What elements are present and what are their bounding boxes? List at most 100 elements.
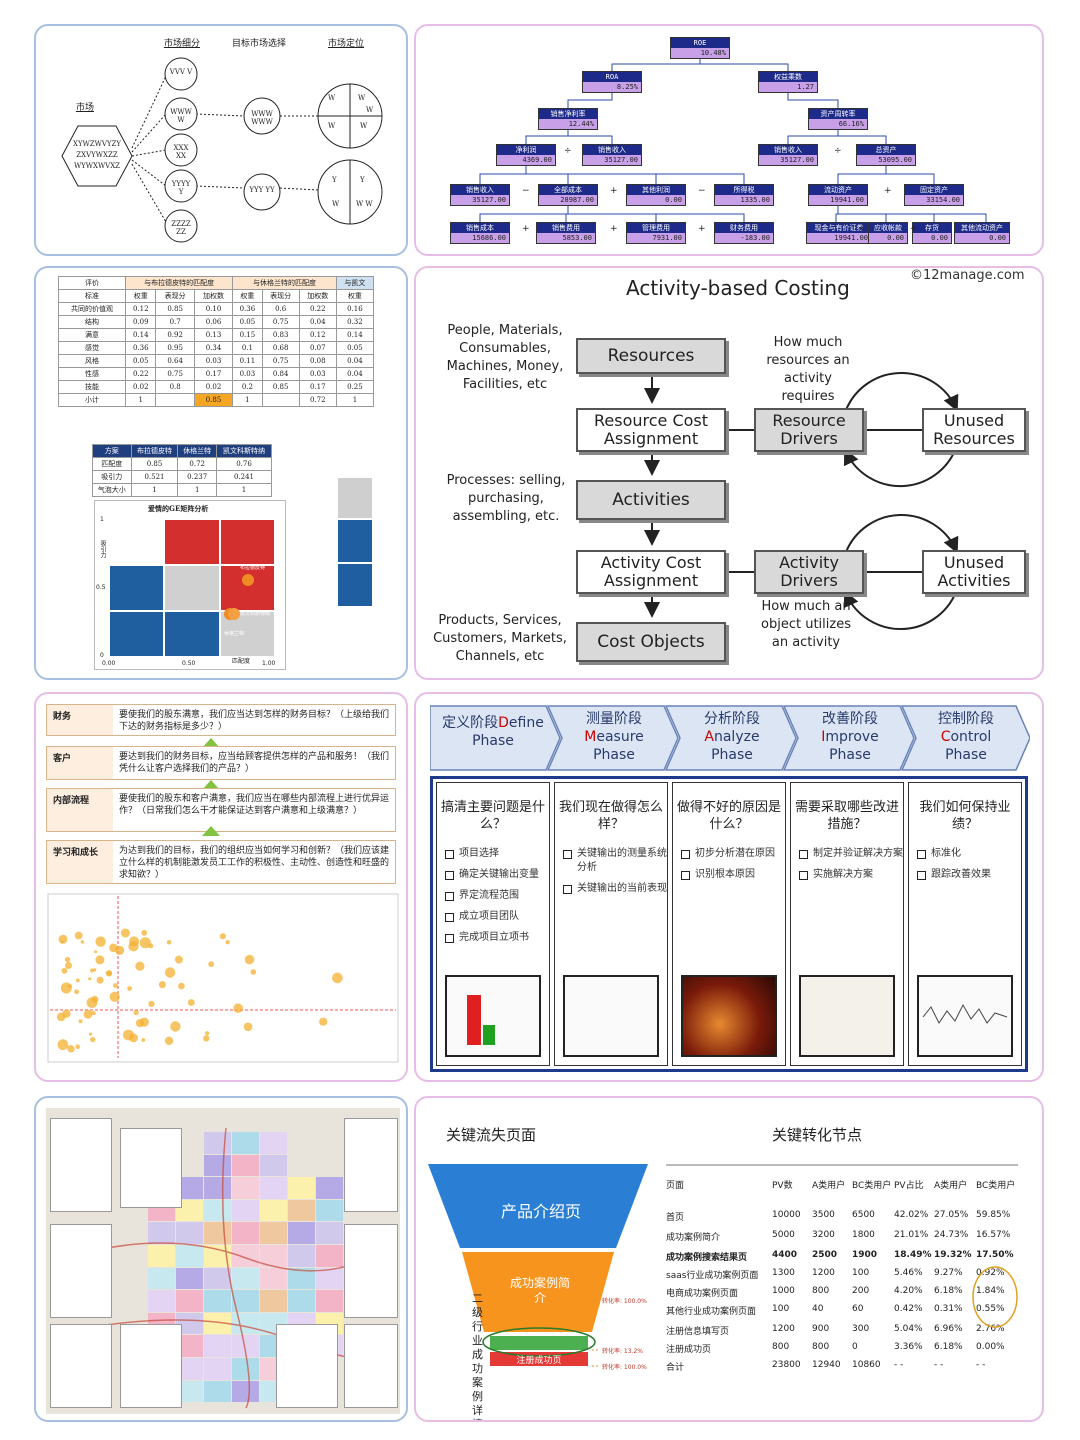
scatter-point: [164, 1036, 174, 1045]
ge-y-tick-1: 0.5: [96, 584, 106, 591]
scatter-point: [187, 999, 195, 1006]
table-cell: - -: [976, 1360, 986, 1370]
abc-title: Activity-based Costing: [626, 276, 850, 300]
heatmap-cell: [288, 1290, 315, 1312]
table-cell: 0.12: [125, 302, 157, 316]
table-cell: 23800: [772, 1360, 801, 1370]
bsc-key: 客户: [47, 747, 113, 779]
table-cell: 0.15: [232, 328, 263, 342]
node-value: 35127.00: [759, 155, 817, 165]
bsc-question: 要使我们的股东满意，我们应当达到怎样的财务目标？（上级给我们下达的财务指标是多少…: [119, 710, 390, 732]
scatter-point: [75, 1044, 80, 1049]
table-cell: 0.36: [232, 302, 263, 316]
table-header-row: 评价与布拉德皮特的匹配度与休格兰特的匹配度与凯文: [57, 276, 375, 290]
heatmap-cell: [232, 1177, 259, 1199]
table-cell: 24.73%: [934, 1230, 969, 1240]
scatter-point: [88, 977, 92, 981]
phase-initial: C: [940, 729, 951, 745]
roe-node-fe: 财务费用-183.00: [714, 222, 774, 244]
table-cell: 800: [812, 1342, 830, 1352]
table-header: BC类用户: [852, 1181, 892, 1191]
panel-funnel: 关键流失页面 关键转化节点 产品介绍页 成功案例简介 注册成功页 二级行业成功案…: [414, 1096, 1044, 1422]
col-header: 布拉德皮特: [130, 444, 179, 458]
table-cell: 0.75: [261, 354, 300, 368]
ge-cell: [110, 566, 164, 610]
dmaic-col-define: 搞清主要问题是什么？ 项目选择 确定关键输出变量 界定流程范围 成立项目团队 完…: [436, 782, 550, 1066]
up-arrow-icon: [202, 738, 220, 748]
scatter-point: [148, 1000, 155, 1007]
heatmap-cell: [204, 1380, 231, 1403]
up-arrow-icon: [202, 780, 220, 790]
heatmap-cell: [260, 1199, 287, 1222]
table-cell: 800: [812, 1286, 830, 1296]
heatmap-cell: [260, 1222, 287, 1244]
scatter-point: [90, 1037, 96, 1043]
heatmap-cell: [204, 1290, 231, 1312]
heatmap-cell: [260, 1290, 287, 1312]
table-cell: - -: [934, 1360, 944, 1370]
phase-en: ontrol: [950, 729, 992, 745]
scatter-point: [174, 955, 183, 964]
scatter-point: [91, 1011, 96, 1016]
scatter-point: [80, 940, 85, 944]
scatter-point: [113, 983, 118, 988]
table-cell: 40: [812, 1304, 824, 1314]
scatter-plot: [47, 893, 399, 1063]
col-item: 关键输出的当前表现: [563, 882, 667, 896]
table-cell: 气泡大小: [92, 483, 132, 497]
popup-card: [344, 1224, 398, 1318]
table-cell: 0.31%: [934, 1304, 963, 1314]
table-cell: [155, 393, 195, 407]
table-cell: 800: [772, 1342, 790, 1352]
conversion-rate-3: 转化率: 100.0%: [602, 1364, 647, 1371]
control-chart-line: [922, 1003, 1008, 1024]
table-cell: 3200: [812, 1230, 835, 1240]
table-header: PV数: [772, 1181, 793, 1191]
table-cell: 性感: [57, 367, 127, 381]
pos1-e: W: [360, 122, 368, 130]
node-label: 销售净利率: [539, 109, 597, 119]
node-label: 销售收入: [451, 185, 509, 195]
phase-cn: 测量阶段: [586, 711, 642, 727]
market-label: 市场: [76, 103, 95, 113]
table-cell: - -: [894, 1360, 904, 1370]
heatmap-cell: [176, 1380, 203, 1403]
table-cell: 0.05: [125, 354, 157, 368]
table-cell: 0.42%: [894, 1304, 923, 1314]
popup-card: [50, 1324, 112, 1408]
funnel-shape: [428, 1164, 648, 1367]
heatmap-cell: [232, 1199, 259, 1222]
panel-balanced-scorecard: 财务 要使我们的股东满意，我们应当达到怎样的财务目标？（上级给我们下达的财务指标…: [34, 692, 408, 1082]
heatmap-cell: [316, 1290, 343, 1312]
phase-initial: A: [704, 729, 714, 745]
unused-activities-box: Unused Activities: [922, 550, 1026, 594]
segment-w: WWW W: [170, 108, 192, 124]
node-value: 33154.00: [905, 195, 963, 205]
bsc-question: 为达到我们的目标，我们的组织应当如何学习和创新？（我们应该建立什么样的机制能激发…: [119, 846, 390, 880]
table-cell: 1000: [772, 1286, 795, 1296]
table-cell: 结构: [57, 315, 127, 329]
table-cell: 0.02: [125, 380, 157, 394]
pos1-a: W: [328, 94, 336, 102]
heatmap-cell: [316, 1267, 343, 1290]
scatter-point: [86, 997, 98, 1008]
node-value: 15686.00: [451, 233, 509, 243]
heatmap-cell: [288, 1267, 315, 1290]
table-cell: 100: [772, 1304, 790, 1314]
col-item: 实施解决方案: [799, 868, 903, 882]
node-value: 53095.00: [857, 155, 915, 165]
table-cell: 300: [852, 1324, 870, 1334]
heatmap-cell: [260, 1132, 287, 1154]
col-item: 关键输出的测量系统分析: [563, 847, 667, 875]
phase-cn: 分析阶段: [704, 711, 760, 727]
scatter-point: [95, 955, 105, 965]
col-header: 凯文科斯特纳: [215, 444, 273, 458]
legend-gray: [338, 478, 372, 518]
phase-en: efine: [508, 715, 544, 731]
scatter-point: [94, 950, 98, 954]
resource-drivers-desc: How much resources an activity requires: [766, 335, 850, 404]
